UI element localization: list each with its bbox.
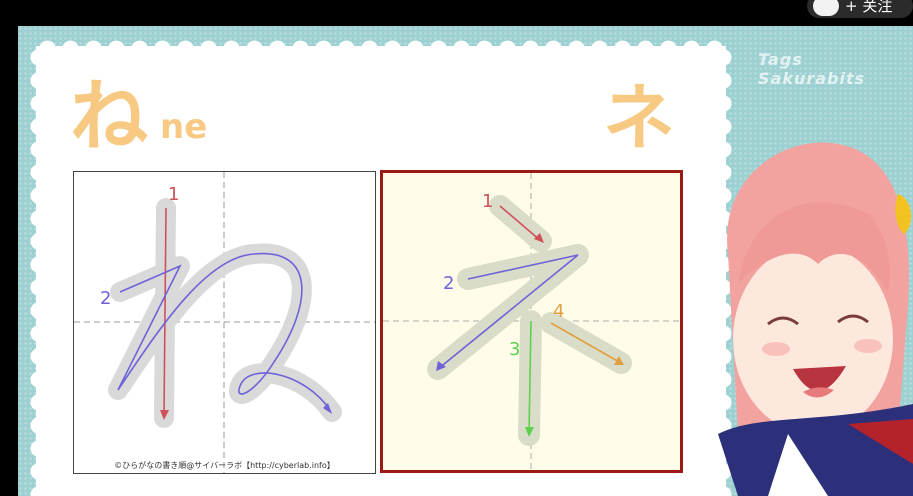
stamp-edge-left (28, 46, 46, 496)
top-bar (0, 0, 913, 26)
hiragana-stroke-box: 1 2 ©ひらがなの書き順@サイバーラボ【http://cyberlab.inf… (73, 171, 376, 474)
video-frame[interactable]: Tags Sakurabits ね ne ネ 1 2 ©ひらがなの書き順@サイバ… (18, 26, 913, 496)
avatar (813, 0, 839, 16)
follow-button[interactable]: + 关注 (807, 0, 913, 18)
hiragana-stroke-diagram: 1 2 (74, 172, 375, 473)
hiragana-title: ね (70, 72, 149, 162)
stroke-number-1: 1 (168, 184, 179, 205)
kata-stroke-number-4: 4 (553, 301, 564, 322)
stamp-edge-right (716, 46, 734, 496)
credit-text: ©ひらがなの書き順@サイバーラボ【http://cyberlab.info】 (114, 461, 335, 470)
katakana-title: ネ (603, 76, 676, 160)
anime-girl-illustration (718, 142, 913, 496)
katakana-stroke-diagram: 1 2 3 4 (383, 173, 680, 470)
romaji-label: ne (160, 107, 208, 147)
kata-stroke-number-1: 1 (482, 191, 493, 212)
katakana-stroke-box: 1 2 3 4 (380, 170, 683, 473)
stamp-edge-top (36, 38, 726, 56)
kata-stroke-number-3: 3 (509, 339, 520, 360)
follow-label: + 关注 (845, 0, 893, 15)
stroke-number-2: 2 (100, 288, 111, 309)
watermark: Tags Sakurabits (758, 50, 866, 88)
kata-stroke-number-2: 2 (443, 273, 454, 294)
